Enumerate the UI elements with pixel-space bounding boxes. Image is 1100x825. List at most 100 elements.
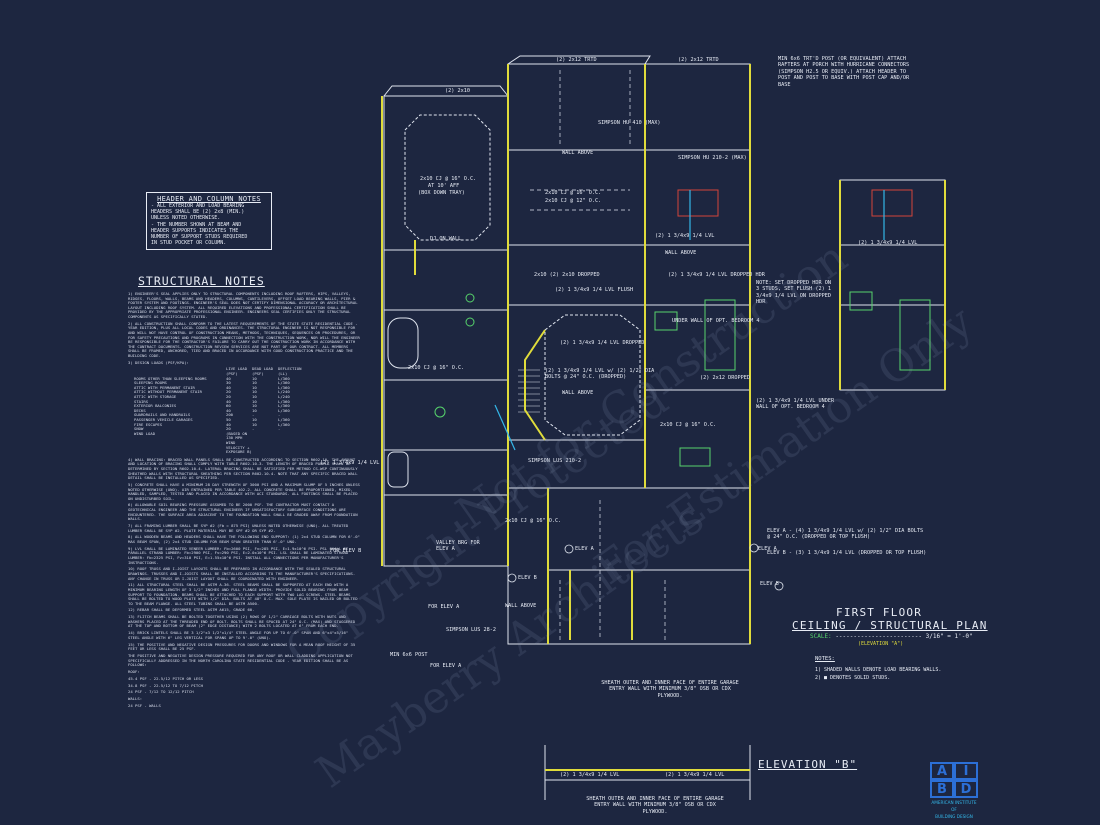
notes-continued: 4) WALL BRACING: BRACED WALL PANELS SHAL…	[128, 457, 360, 709]
load-table-cell: 40	[226, 398, 231, 404]
load-table-cell: L/360	[278, 398, 290, 404]
load-table-cell: 10	[252, 380, 257, 386]
logo-letter: D	[954, 780, 978, 798]
label-lvl: (2) 1 3/4x9 1/4 LVL	[560, 772, 620, 778]
load-table-cell: 30	[226, 380, 231, 386]
label-wall-above: WALL ABOVE	[562, 390, 594, 396]
label-sheath: SHEATH OUTER AND INNER FACE OF ENTIRE GA…	[586, 796, 724, 815]
label-valley: VALLEY BRG FOR ELEV A	[436, 540, 480, 553]
header-note-line: HEADERS SHALL BE (2) 2x8 (MIN.)	[151, 209, 245, 216]
label-elev-right: ELEV B - (3) 1 3/4x9 1/4 LVL (DROPPED OR…	[767, 550, 927, 556]
elevation-label: (ELEVATION "A")	[858, 641, 904, 647]
fixture-lines	[434, 291, 931, 467]
load-table-cell: ROOMS OTHER THAN SLEEPING ROOMS	[134, 375, 207, 381]
load-table-cell: ATTIC WITH PERMANENT STAIR	[134, 384, 195, 390]
label-cj: 2x10 CJ @ 16" O.C.	[408, 365, 465, 371]
plan-title-line2: CEILING / STRUCTURAL PLAN	[792, 619, 988, 632]
design-load-table: LIVE LOAD (PSF) DEAD LOAD (PSF) DEFLECTION…	[134, 367, 360, 454]
note-paragraph: 12) REBAR SHALL BE DEFORMED STEEL ASTM A…	[128, 607, 255, 613]
load-table-cell: DECKS	[134, 407, 146, 413]
label-dropped: (2) 2x12 DROPPED	[700, 375, 750, 381]
header-note-line: - ALL EXTERIOR AND LOAD BEARING	[151, 203, 245, 209]
label-elev: ELEV A	[575, 546, 594, 552]
label-bolts: (2) 1 3/4x9 1/4 LVL w/ (2) 1/2" DIA BOLT…	[545, 368, 655, 381]
load-table-cell: 50	[226, 417, 231, 422]
header-column-notes: HEADER AND COLUMN NOTES - ALL EXTERIOR A…	[146, 192, 272, 250]
label-elev-right: ELEV A	[758, 546, 777, 552]
label-dropped: (2) 1 3/4x9 1/4 LVL DROPPED	[560, 340, 645, 346]
note-paragraph: THE POSITIVE AND NEGATIVE DESIGN PRESSUR…	[128, 652, 353, 668]
load-table-cell: -	[278, 426, 281, 432]
load-table-cell: STAIRS	[134, 398, 149, 404]
load-table-cell: L/360	[278, 384, 290, 390]
label-post-note: MIN 6x6 TRT'D POST (OR EQUIVALENT) ATTAC…	[778, 56, 910, 88]
label-lvl-under: (2) 1 3/4x9 1/4 LVL UNDER WALL OF OPT. B…	[756, 398, 835, 411]
load-table-cell: 10	[252, 389, 257, 395]
label-elev-right: ELEV B	[760, 581, 779, 587]
load-table-cell: 40	[226, 407, 231, 413]
notes-title: NOTES:	[815, 656, 835, 662]
note-paragraph: 5) CONCRETE SHALL HAVE A MINIMUM 28 DAY …	[128, 481, 360, 501]
load-table-cell: GUARDRAILS AND HANDRAILS	[134, 412, 191, 418]
note-item: 2) ■ DENOTES SOLID STUDS.	[815, 675, 891, 681]
label-cj: 2x10 CJ @ 16" O.C.	[660, 422, 717, 428]
label-top-trtd: (2) 2x12 TRTD	[556, 57, 597, 63]
label-wall-above: WALL ABOVE	[562, 150, 594, 156]
label-lvl: (2) 1 3/4x9 1/4 LVL	[655, 233, 715, 239]
logo-caption: BUILDING DESIGN	[935, 814, 973, 819]
load-table-cell: 10	[252, 403, 257, 409]
label-dj: DJ ON WALL	[430, 236, 462, 242]
load-table-cell: PASSENGER VEHICLE GARAGES	[134, 417, 193, 422]
note-paragraph: 11) ALL STRUCTURAL STEEL SHALL BE ASTM A…	[128, 582, 358, 606]
load-table-cell: FIRE ESCAPES	[134, 421, 163, 427]
load-table-cell: 10	[252, 421, 257, 427]
aibd-logo: A I B D AMERICAN INSTITUTE OF BUILDING D…	[930, 762, 978, 819]
load-table-cell: SNOW	[134, 426, 144, 432]
load-table-header-cell: DEFLECTION (LL)	[278, 366, 302, 377]
header-note-line: HEADER SUPPORTS INDICATES THE	[151, 227, 239, 234]
label-elev: FOR ELEV A	[428, 604, 460, 610]
label-sheath: SHEATH OUTER AND INNER FACE OF ENTIRE GA…	[601, 680, 739, 699]
load-table-cell: ATTIC WITHOUT PERMANENT STAIR	[134, 389, 202, 395]
label-elev: ELEV B	[518, 575, 537, 581]
note-paragraph: 7) ALL FRAMING LUMBER SHALL BE SYP #2 (F…	[128, 523, 349, 533]
load-table-cell: L/360	[278, 407, 290, 413]
label-wall-above: WALL ABOVE	[665, 250, 697, 256]
label-cj: 2x10 CJ @ 16" O.C.	[545, 190, 602, 196]
elevation-b-title: ELEVATION "B"	[758, 758, 858, 771]
header-note-line: IN STUD POCKET OR COLUMN.	[151, 240, 227, 247]
label-simpson: SIMPSON HU 410 (MAX)	[598, 120, 661, 126]
label-lvl: (2) 1 3/4x9 1/4 LVL	[665, 772, 725, 778]
load-table-cell: L/360	[278, 375, 290, 381]
label-simpson: SIMPSON HU 210-2 (MAX)	[678, 155, 747, 161]
logo-caption: AMERICAN INSTITUTE	[931, 800, 977, 805]
label-cj: 2x10 CJ @ 12" O.C.	[545, 198, 602, 204]
load-table-row: SLEEPING ROOMS 30 10 L/360	[134, 381, 360, 386]
load-table-cell: 200	[226, 412, 234, 418]
load-table-cell: L/360	[278, 380, 290, 386]
load-table-header-cell: LIVE LOAD (PSF)	[226, 366, 248, 377]
label-lvl: (2) 1 3/4x9 1/4 LVL	[858, 240, 918, 246]
load-table-row: WIND LOAD(BASED ON 130 MPH WIND VELOCITY…	[134, 431, 360, 455]
label-elev-right: ELEV A - (4) 1 3/4x9 1/4 LVL w/ (2) 1/2"…	[767, 528, 924, 541]
load-table-cell: 20	[226, 394, 231, 400]
load-table-cell: 10	[252, 384, 257, 390]
label-simpson: SIMPSON LUS 210-2	[528, 458, 582, 464]
header-notes-title: HEADER AND COLUMN NOTES	[157, 195, 261, 203]
load-table-header-cell: DEAD LOAD (PSF)	[252, 366, 274, 377]
label-wall-above: WALL ABOVE	[505, 603, 537, 609]
note-paragraph: 10) ROOF TRUSS AND I-JOIST LAYOUTS SHALL…	[128, 566, 356, 581]
load-table-cell: SLEEPING ROOMS	[134, 380, 167, 386]
center-wing-outline	[507, 63, 751, 645]
note-paragraph: WALLS:	[128, 696, 143, 702]
